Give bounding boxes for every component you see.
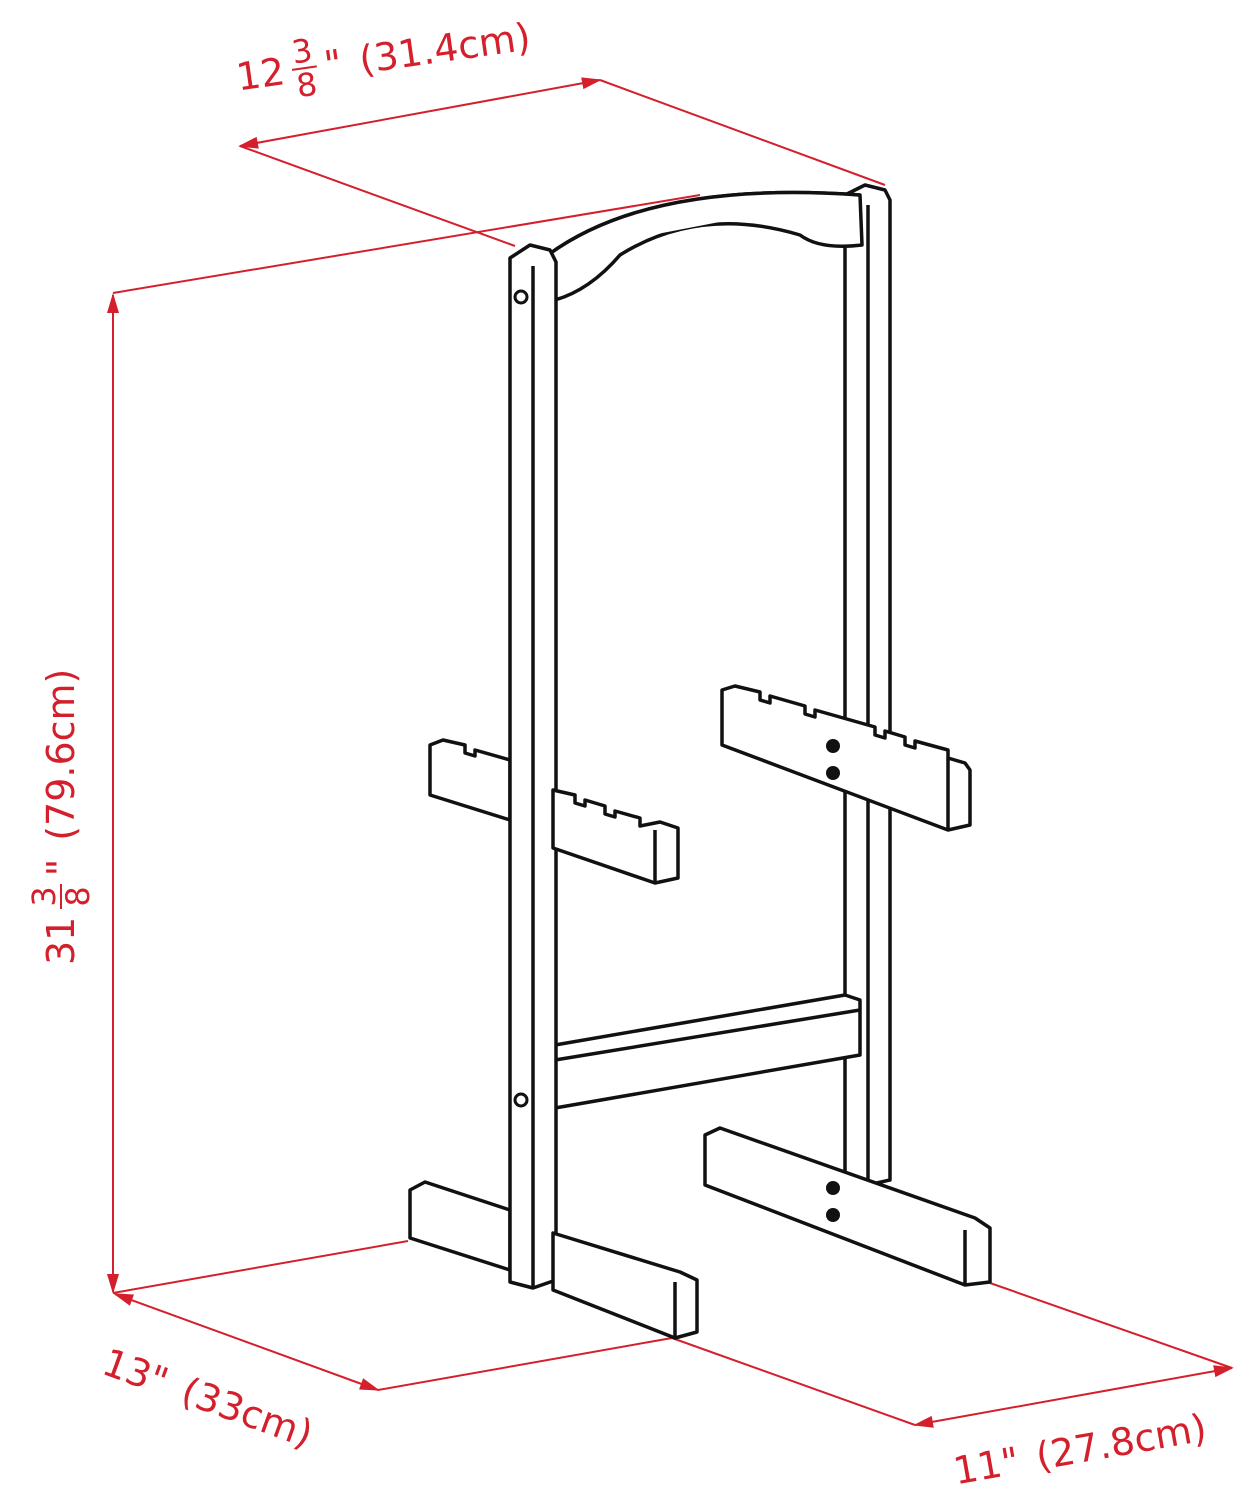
- crossbar: [553, 993, 862, 1110]
- right-post: [843, 183, 892, 1187]
- depth-left-dimension-line: [113, 1293, 673, 1391]
- right-upper-arm: [720, 684, 972, 832]
- left-post: [508, 243, 558, 1290]
- left-upper-arm: [428, 738, 512, 822]
- left-arm-front: [551, 788, 680, 885]
- depth-right-dimension-line: [671, 1282, 1234, 1428]
- height-dimension-line: [107, 194, 701, 1294]
- left-foot: [408, 1180, 512, 1272]
- left-foot-front: [551, 1231, 699, 1340]
- top-arch: [546, 190, 864, 302]
- width-dimension-line: [238, 77, 886, 247]
- right-foot: [703, 1126, 992, 1287]
